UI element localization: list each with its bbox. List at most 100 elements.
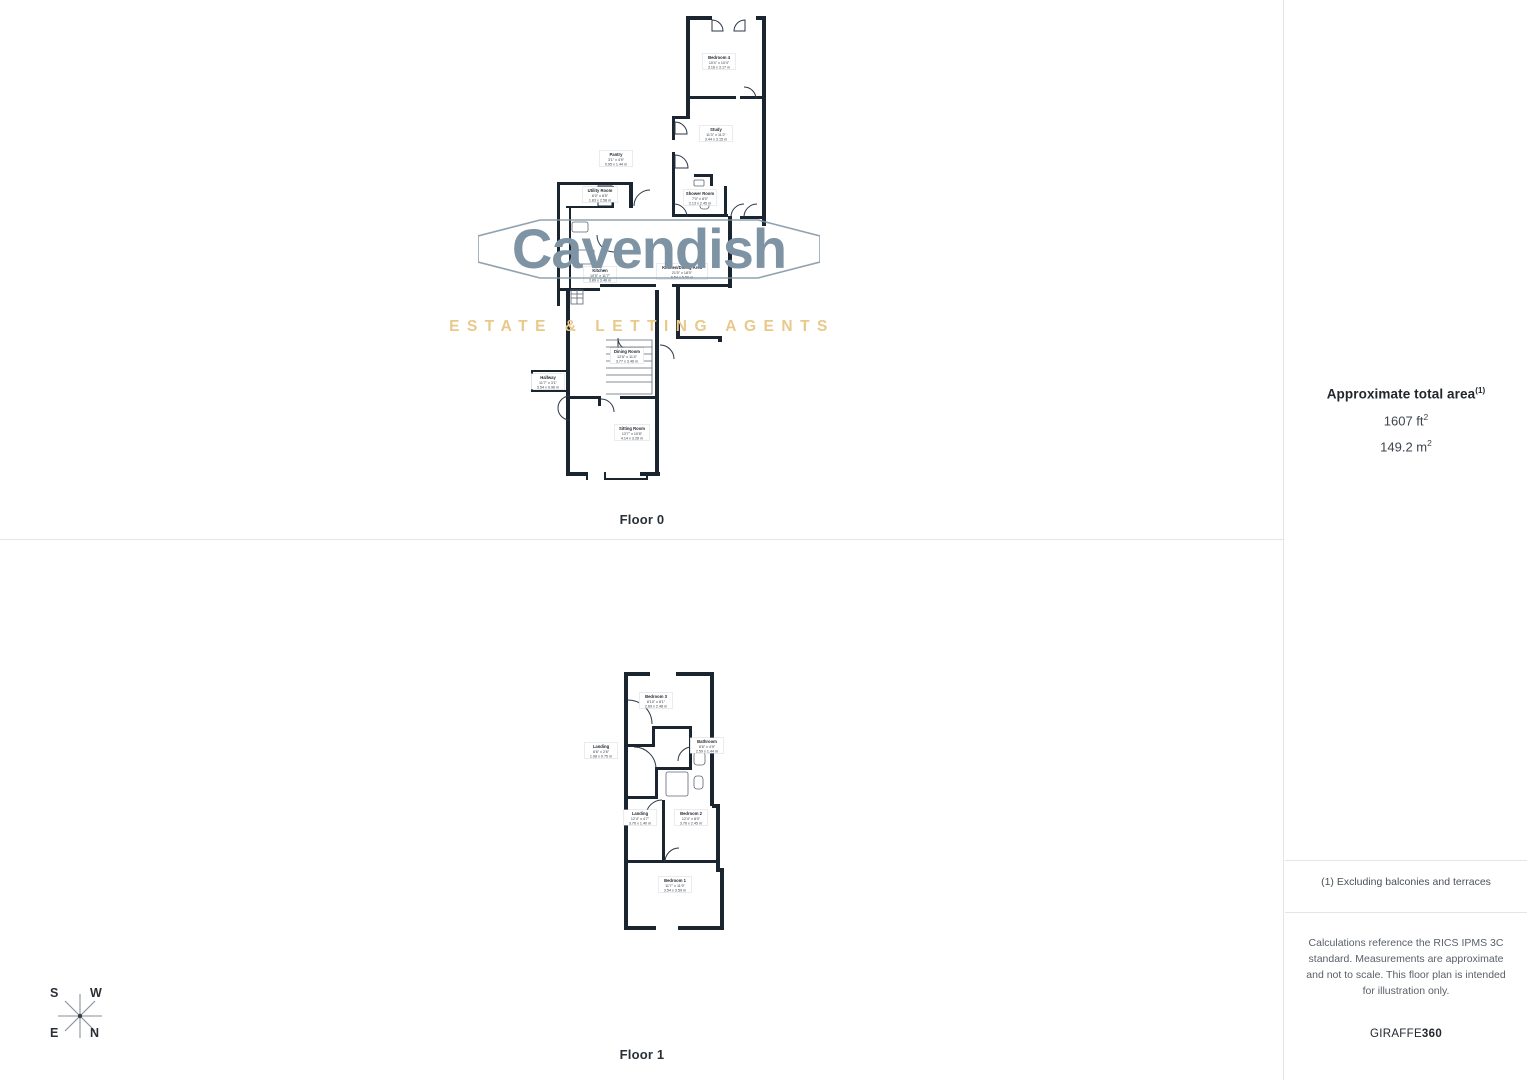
compass-label-east: E: [50, 1026, 59, 1040]
room-name: Landing: [632, 811, 649, 816]
room-metric: 3.77 x 3.46 m: [616, 359, 638, 363]
room-name: Bedroom 3: [645, 694, 668, 699]
room-metric: 4.14 x 3.26 m: [621, 436, 643, 440]
room-metric: 3.76 x 2.45 m: [680, 821, 702, 825]
room-label-box: [598, 150, 634, 167]
room-imperial: 8'6" x 4'9": [699, 745, 716, 749]
room-label: Bedroom 111'7" x 11'9"3.54 x 3.59 m: [657, 876, 693, 893]
room-imperial: 12'4" x 4'7": [631, 817, 650, 821]
compass-label-south: S: [50, 986, 59, 1000]
sidebar-divider-bottom: [1285, 912, 1527, 913]
provider-logo: GIRAFFE360: [1285, 1028, 1527, 1040]
room-imperial: 6'0" x 8'5": [592, 194, 609, 198]
total-area-sqm-value: 149.2 m: [1380, 439, 1428, 455]
room-label-box: [701, 53, 737, 70]
compass-label-west: W: [90, 986, 102, 1000]
watermark-tagline-floor-0: ESTATE & LETTING AGENTS: [449, 318, 835, 335]
floor-0-caption: Floor 0: [619, 512, 665, 527]
room-label: Bedroom 410'4" x 10'4"3.16 x 3.17 m: [701, 53, 737, 70]
room-label: Bedroom 38'10" x 8'1"2.69 x 2.48 m: [638, 692, 674, 709]
room-imperial: 12'6" x 11'4": [617, 355, 638, 359]
room-imperial: 11'7" x 3'1": [539, 381, 558, 385]
sqm-exponent: 2: [1427, 437, 1432, 448]
room-imperial: 12'4" x 8'0": [682, 817, 701, 821]
total-area-sqm: 149.2 m2: [1285, 438, 1527, 454]
total-area-sqft-value: 1607 ft: [1383, 412, 1424, 428]
room-name: Bedroom 4: [708, 55, 731, 60]
room-name: Hallway: [540, 375, 556, 380]
floor-1-drawing: Bedroom 38'10" x 8'1"2.69 x 2.48 m Bathro…: [583, 672, 725, 930]
room-label-box: [530, 373, 566, 390]
room-imperial: 11'3" x 11'2": [706, 133, 726, 137]
floor-0-drawing: Bedroom 410'4" x 10'4"3.16 x 3.17 m Study…: [530, 16, 766, 480]
floor-1-fixtures: [665, 751, 706, 797]
room-label-box: [698, 125, 734, 142]
room-metric: 1.98 x 0.75 m: [590, 754, 612, 758]
info-sidebar: Approximate total area(1) 1607 ft2 149.2…: [1285, 0, 1527, 1080]
room-label-box: [622, 809, 658, 826]
total-area-sqft: 1607 ft2: [1285, 412, 1527, 428]
room-name: Bedroom 1: [664, 878, 687, 883]
room-imperial: 13'7" x 10'8": [622, 432, 643, 436]
room-metric: 3.76 x 1.40 m: [629, 821, 651, 825]
floor-0-walls: [531, 16, 766, 480]
room-metric: 2.13 x 2.45 m: [689, 201, 711, 205]
room-metric: 0.95 x 1.44 m: [605, 162, 627, 166]
room-name: Bathroom: [697, 739, 717, 744]
compass-label-north: N: [90, 1026, 100, 1040]
room-imperial: 3'1" x 4'9": [608, 158, 625, 162]
room-label: Bedroom 212'4" x 8'0"3.76 x 2.45 m: [673, 809, 709, 826]
total-area-title: Approximate total area(1): [1285, 386, 1527, 402]
room-label-box: [689, 737, 725, 754]
room-name: Landing: [593, 744, 610, 749]
provider-name-prefix: GIRAFFE: [1369, 1028, 1422, 1040]
room-label-box: [657, 876, 693, 893]
room-imperial: 7'0" x 8'0": [692, 197, 709, 201]
calculation-note: Calculations reference the RICS IPMS 3C …: [1306, 937, 1506, 997]
room-label-box: [582, 186, 618, 203]
room-imperial: 6'6" x 2'6": [593, 750, 610, 754]
floor-0-room-labels: Bedroom 410'4" x 10'4"3.16 x 3.17 m Study…: [530, 53, 737, 441]
room-label-box: [638, 692, 674, 709]
room-label-box: [614, 424, 650, 441]
room-name: Kitchen/Dining Area: [662, 265, 703, 270]
floor-1-room-labels: Bedroom 38'10" x 8'1"2.69 x 2.48 m Bathro…: [583, 692, 725, 893]
room-label-box: [583, 742, 619, 759]
floor-1-caption: Floor 1: [619, 1047, 665, 1062]
room-imperial: 10'4" x 10'4": [709, 61, 730, 65]
room-name: Pantry: [609, 152, 623, 157]
room-name: Kitchen: [592, 268, 608, 273]
total-area-footnote-marker: (1): [1475, 386, 1486, 395]
provider-name-suffix: 360: [1421, 1028, 1443, 1040]
sidebar-divider-top: [1285, 860, 1527, 861]
room-name: Study: [710, 127, 722, 132]
excluding-note: (1) Excluding balconies and terraces: [1321, 876, 1491, 888]
room-metric: 2.59 x 1.44 m: [696, 749, 718, 753]
room-metric: 1.83 x 2.58 m: [589, 198, 611, 202]
room-metric: 3.54 x 0.96 m: [537, 385, 559, 389]
room-name: Utility Room: [588, 188, 613, 193]
room-metric: 3.16 x 3.17 m: [708, 65, 730, 69]
room-metric: 3.54 x 3.59 m: [664, 888, 686, 892]
room-metric: 3.44 x 3.15 m: [705, 137, 727, 141]
room-metric: 6.54 x 5.50 m: [671, 275, 693, 279]
room-label-box: [682, 189, 718, 206]
room-imperial: 21'5" x 18'0": [672, 271, 693, 275]
room-imperial: 10'5" x 11'7": [590, 274, 611, 278]
room-label-box: [609, 347, 645, 364]
room-name: Sitting Room: [619, 426, 645, 431]
